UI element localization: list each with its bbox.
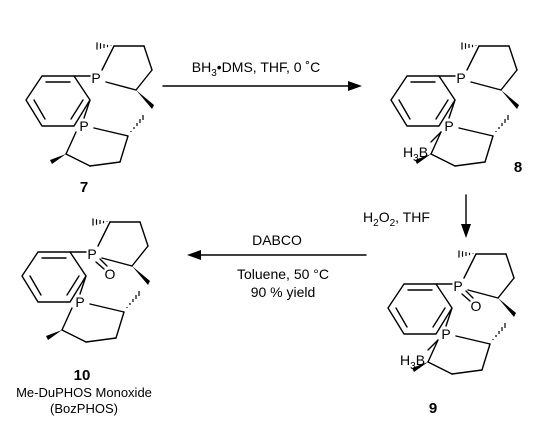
atom-p-upper: P xyxy=(456,70,465,86)
step-2-reagents: H2O2, THF xyxy=(363,209,430,229)
reaction-arrow-1 xyxy=(162,81,362,91)
compound-number-8: 8 xyxy=(514,159,522,176)
step-3-reagent: DABCO xyxy=(252,232,302,248)
compound-number-9: 9 xyxy=(429,400,437,417)
atom-oxygen: O xyxy=(471,298,482,314)
step-1-reagents: BH3•DMS, THF, 0 ˚C xyxy=(192,59,320,79)
atom-p-lower: P xyxy=(444,118,453,134)
atom-p-upper: P xyxy=(453,278,462,294)
compound-trade-name: (BozPHOS) xyxy=(50,401,118,416)
compound-8: P P H3B xyxy=(390,41,520,167)
atom-p-lower: P xyxy=(441,326,450,342)
compound-number-10: 10 xyxy=(74,367,91,384)
compound-7: P P xyxy=(25,41,155,167)
atom-p-upper: P xyxy=(91,70,100,86)
borane-label: H3B xyxy=(400,352,425,372)
compound-9: P P O H3B xyxy=(387,249,517,375)
compound-10: P P O xyxy=(21,217,151,343)
step-3-conditions: Toluene, 50 °C xyxy=(237,266,329,282)
atom-p-lower: P xyxy=(75,294,84,310)
atom-oxygen: O xyxy=(105,266,116,282)
reaction-arrow-3 xyxy=(187,250,367,260)
reaction-arrow-2 xyxy=(461,194,471,238)
borane-label: H3B xyxy=(403,144,428,164)
atom-p-lower: P xyxy=(79,118,88,134)
atom-p-upper: P xyxy=(87,246,96,262)
compound-number-7: 7 xyxy=(80,179,88,196)
compound-name: Me-DuPHOS Monoxide xyxy=(16,385,152,400)
step-3-yield: 90 % yield xyxy=(251,284,316,300)
